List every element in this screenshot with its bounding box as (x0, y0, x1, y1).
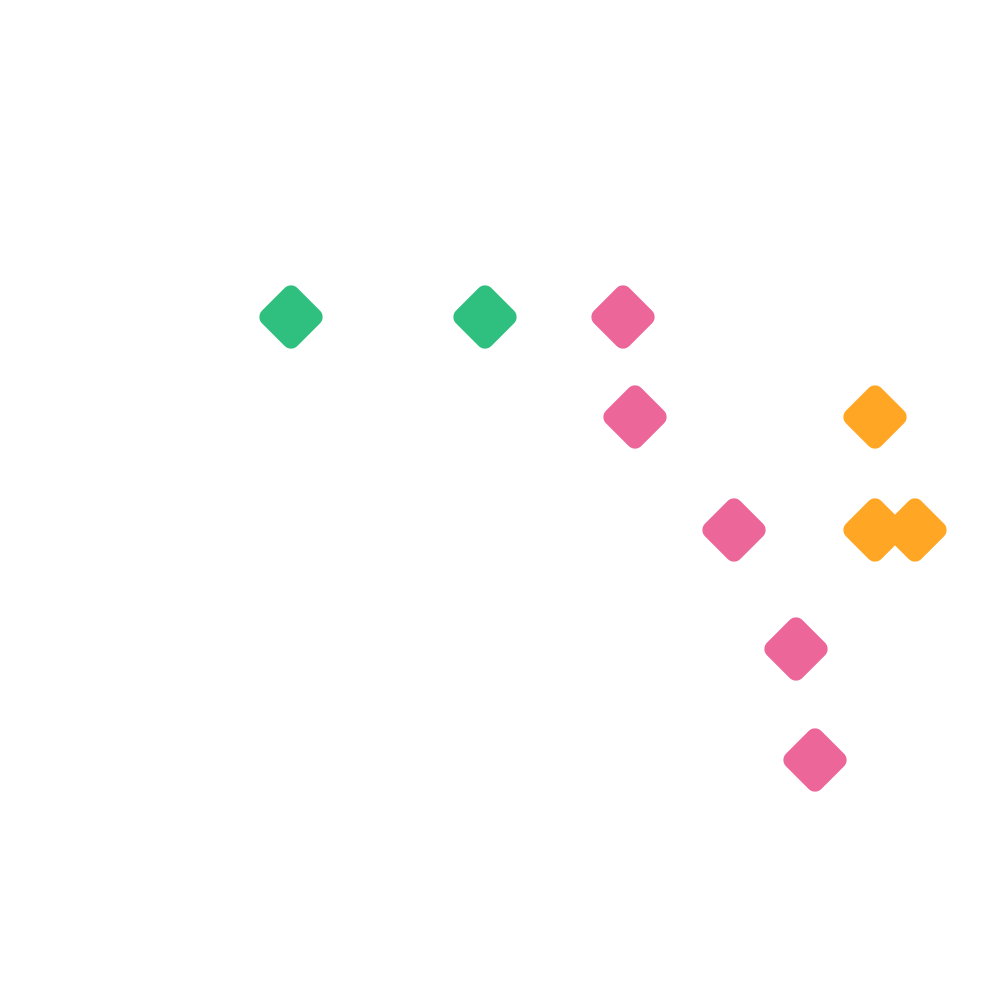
scatter-point-s1-p2 (702, 498, 766, 562)
scatter-point-s1-p3 (764, 617, 828, 681)
scatter-point-s0-p0 (259, 285, 323, 349)
scatter-point-s2-p2 (883, 498, 947, 562)
scatter-point-s1-p1 (603, 385, 667, 449)
scatter-point-s2-p0 (843, 385, 907, 449)
scatter-point-s0-p1 (453, 285, 517, 349)
plot-marks (259, 285, 947, 792)
scatter-point-s1-p0 (591, 285, 655, 349)
scatter-point-s1-p4 (783, 728, 847, 792)
scatter-point-s2-p1 (843, 498, 907, 562)
